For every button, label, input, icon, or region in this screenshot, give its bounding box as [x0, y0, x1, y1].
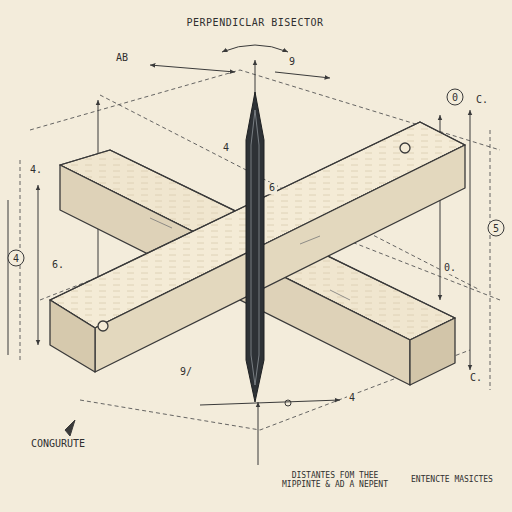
- dimension-label: 0.: [442, 262, 458, 274]
- dimension-label: 9/: [178, 366, 194, 378]
- dimension-label: CONGURUTE: [29, 438, 87, 450]
- callout-number: 0: [447, 89, 464, 106]
- dimension-label: 6: [267, 182, 277, 194]
- dimension-label: AB: [114, 52, 130, 64]
- note-text: ENTENCTE MASICTES: [409, 475, 495, 484]
- callout-number: 4: [8, 250, 25, 267]
- diagram-title: PERPENDICLAR BISECTOR: [184, 17, 327, 28]
- dimension-label: 9: [287, 56, 297, 68]
- note-text: DISTANTES FOM THEE MIPPINTE & AD A NEPEN…: [268, 471, 402, 489]
- dimension-label: 4: [221, 142, 231, 154]
- callout-number: 5: [488, 220, 505, 237]
- dimension-label: 4.: [28, 164, 44, 176]
- dimension-label: 6.: [50, 259, 66, 271]
- dimension-label: C.: [474, 94, 490, 106]
- dimension-label: C.: [468, 372, 484, 384]
- dimension-label: 4: [347, 392, 357, 404]
